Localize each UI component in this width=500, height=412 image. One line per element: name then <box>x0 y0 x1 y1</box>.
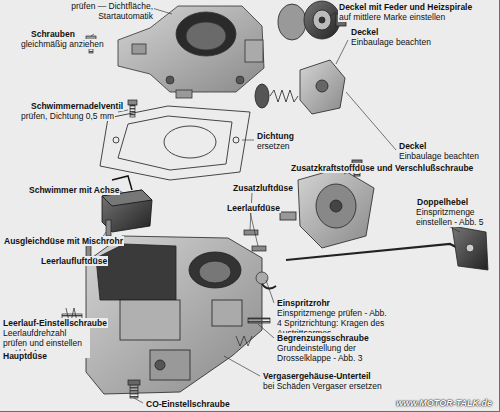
part-name: Zusatzkraftstoffdüse und Verschlußschrau… <box>290 163 474 173</box>
note-text: prüfen, Dichtung 0,5 mm <box>20 111 115 121</box>
part-name: CO-Einstellschraube <box>145 399 231 409</box>
note-text: Einspritzmenge einstellen - Abb. 5 <box>415 207 497 227</box>
note-text: auf mittlere Marke einstellen <box>338 12 446 22</box>
note-text: prüfen — Dichtfläche, Startautomatik <box>56 1 154 21</box>
leader-lines <box>48 8 460 403</box>
part-name: Dichtung <box>256 131 295 141</box>
note-text: gleichmäßig anziehen <box>20 39 105 49</box>
part-name: Zusatzluftdüse <box>232 183 294 193</box>
part-name: Vergasergehäuse-Unterteil <box>262 371 372 381</box>
choke-cover <box>278 1 346 40</box>
lower-body <box>86 236 262 394</box>
needle-valve <box>128 100 137 117</box>
part-name: Schwimmer mit Achse <box>28 185 120 195</box>
gasket <box>100 106 250 180</box>
note-text: bei Schäden Vergaser ersetzen <box>262 381 383 391</box>
part-name: Leerlaufluftdüse <box>40 256 108 266</box>
jets <box>58 220 276 398</box>
part-name: Doppelhebel <box>416 197 469 207</box>
pulldown-diaphragm <box>255 60 345 114</box>
part-name: Leerlaufdüse <box>226 203 281 213</box>
part-name: Hauptdüse <box>2 351 48 361</box>
part-name: Deckel mit Feder und Heizspirale <box>338 2 473 12</box>
part-name: Begrenzungsschraube <box>276 333 370 343</box>
part-name: Leerlauf-Einstellschraube <box>2 318 108 328</box>
part-name: Ausgleichdüse mit Mischrohr <box>3 236 124 246</box>
part-name: Schrauben <box>30 29 76 39</box>
watermark: www.MOTOR-TALK.de <box>395 398 493 408</box>
note-text: Einbaulage beachten <box>398 151 480 161</box>
part-name: Einspritzrohr <box>276 298 331 308</box>
note-text: Grundeinstellung der Drosselklappe - Abb… <box>276 343 398 363</box>
part-name: Deckel <box>350 27 379 37</box>
part-name: Deckel <box>398 141 427 151</box>
note-text: ersetzen <box>256 141 291 151</box>
part-name: Schwimmernadelventil <box>30 101 124 111</box>
note-text: Einbaulage beachten <box>350 37 432 47</box>
